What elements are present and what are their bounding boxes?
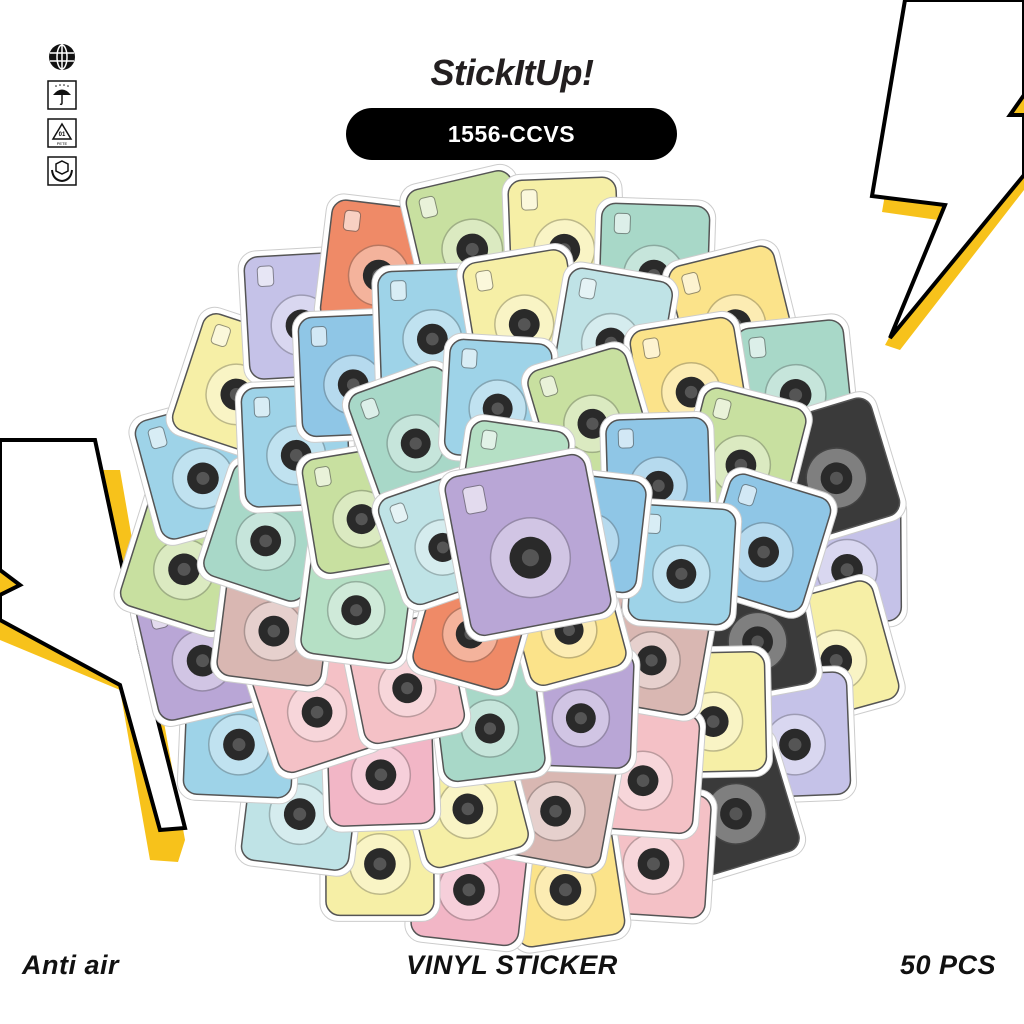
camera-sticker	[621, 498, 743, 632]
footer-piece-count: 50 PCS	[899, 950, 996, 980]
svg-text:PETE: PETE	[57, 141, 68, 146]
keep-dry-umbrella-icon	[47, 80, 77, 110]
camera-sticker	[438, 447, 618, 643]
globe-icon	[47, 42, 77, 72]
product-code-badge: 1556-CCVS	[346, 108, 677, 160]
svg-text:01: 01	[59, 132, 66, 138]
camera-sticker	[521, 643, 641, 775]
brand-logo: StickItUp!	[430, 52, 594, 93]
footer-vinyl-sticker: VINYL STICKER	[406, 950, 618, 980]
fragile-handle-with-care-icon	[47, 156, 77, 186]
footer-anti-air: Anti air	[22, 950, 120, 980]
